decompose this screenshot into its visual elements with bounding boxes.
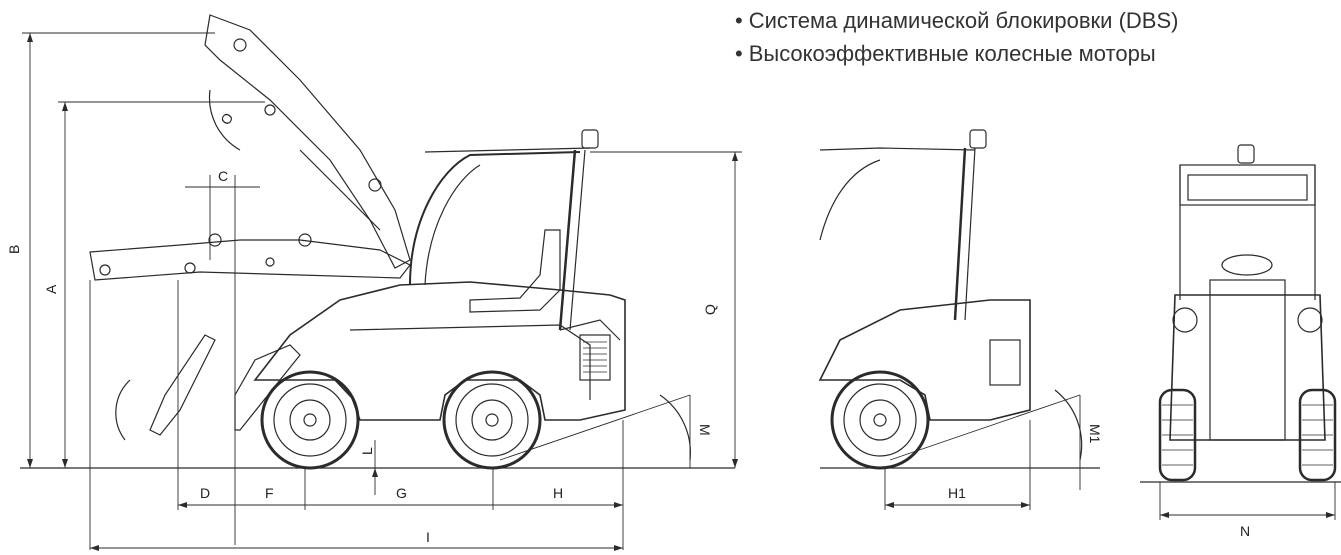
feature-item: Система динамической блокировки (DBS) (735, 4, 1179, 37)
label-f: F (265, 485, 274, 501)
label-a: A (43, 284, 59, 294)
rear-wheel (442, 370, 542, 470)
rops-frame (409, 151, 581, 286)
engine-grille (583, 341, 607, 373)
label-n: N (1240, 523, 1250, 539)
angle-arc-bucket (115, 379, 131, 441)
beacon-light (581, 129, 599, 149)
front-wheel (830, 370, 930, 470)
label-d: D (200, 485, 210, 501)
label-h1: H1 (948, 485, 966, 501)
seat (469, 229, 561, 313)
side-view-partial (818, 129, 1100, 510)
label-b: B (6, 245, 22, 254)
lift-arm-raised (204, 14, 411, 269)
label-h: H (553, 485, 563, 501)
dimension-lines (22, 32, 742, 550)
feature-list: Система динамической блокировки (DBS) Вы… (735, 4, 1179, 70)
label-g: G (396, 485, 407, 501)
side-view (20, 14, 742, 551)
label-m1: M1 (1087, 424, 1103, 444)
left-tire (1158, 388, 1197, 482)
label-o: O (217, 110, 236, 128)
beacon-light (1237, 144, 1255, 164)
angle-arc-o (208, 89, 241, 151)
front-wheel (260, 370, 360, 470)
label-c: C (218, 168, 228, 184)
right-tire (1298, 388, 1337, 482)
tool-attachment (149, 334, 216, 436)
loader-body (253, 281, 626, 421)
lift-arm-lowered (89, 239, 411, 281)
label-m: M (697, 424, 713, 436)
label-i: I (426, 529, 430, 545)
angle-arc-m (659, 394, 691, 461)
label-l: L (359, 447, 375, 455)
arrowheads (27, 33, 738, 551)
front-view (1140, 144, 1341, 520)
label-q: Q (702, 304, 718, 315)
feature-item: Высокоэффективные колесные моторы (735, 37, 1178, 70)
dimension-letters: B A C O Q M L D F G H I H1 M1 N (6, 110, 1250, 545)
